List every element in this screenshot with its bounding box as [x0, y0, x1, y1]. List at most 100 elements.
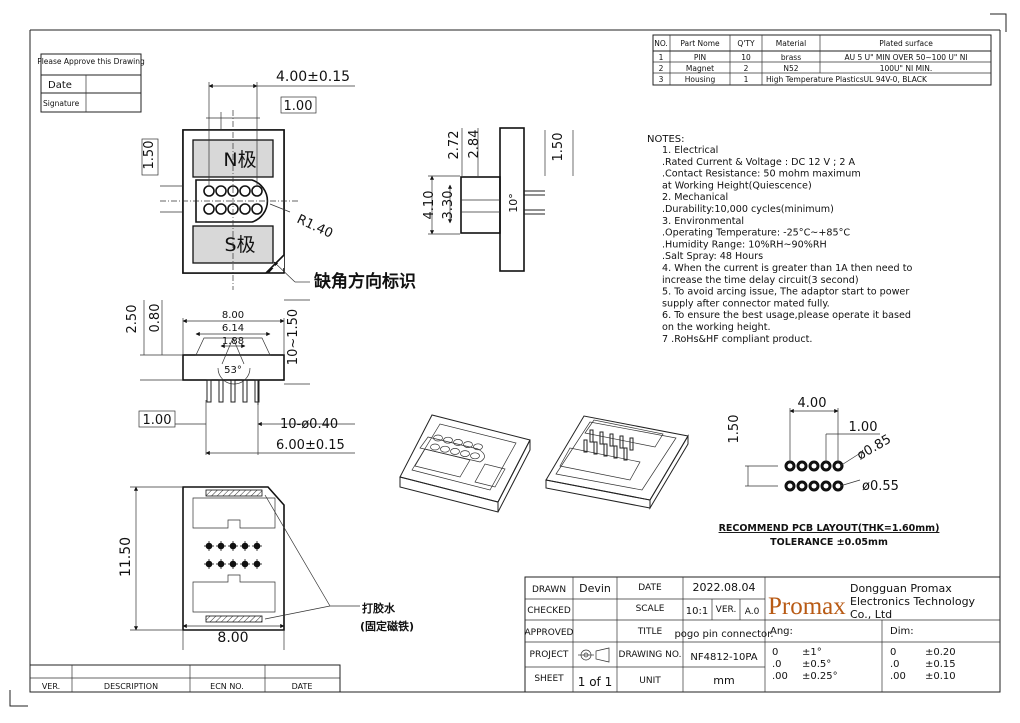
bottom-width: 8.00: [217, 630, 248, 646]
pcb-hole: [835, 483, 841, 489]
title-value: pogo pin connector.: [674, 629, 773, 640]
pcb-hole: [787, 463, 793, 469]
pcb-d-inner: ø0.55: [862, 479, 899, 494]
front-w1: 8.00: [222, 310, 244, 321]
drawn-label: DRAWN: [532, 585, 566, 595]
bottom-height: 11.50: [118, 537, 134, 577]
note-line: .Contact Resistance: 50 mohm maximum: [662, 169, 861, 180]
bom-cell: N52: [783, 64, 798, 73]
side-angle: 10°: [507, 193, 520, 213]
bom-cell: 3: [659, 75, 664, 84]
pin-contact: [215, 203, 227, 215]
ang-tol-value: ±1°: [802, 647, 822, 658]
dim-tol-key: .0: [890, 659, 900, 670]
note-line: increase the time delay circuit(3 second…: [662, 275, 859, 286]
project-label: PROJECT: [530, 650, 569, 660]
iso-view-bottom: [545, 415, 689, 510]
front-w3: 1.88: [222, 336, 244, 347]
pcb-hole: [811, 463, 817, 469]
top-view: N极 S极 4.00±0.15 1.00 1.50 R1.40 缺角方向标识: [141, 69, 416, 292]
note-line: 6. To ensure the best usage,please opera…: [662, 310, 911, 321]
title-label: TITLE: [637, 627, 663, 637]
pin-contact: [460, 450, 470, 457]
pcb-hole: [823, 463, 829, 469]
note-line: 5. To avoid arcing issue, The adaptor st…: [662, 287, 909, 298]
top-radius: R1.40: [294, 212, 335, 242]
bom-cell: 10: [741, 53, 751, 62]
dim-label: Dim:: [890, 626, 914, 637]
pin-leg: [599, 431, 604, 445]
note-line: 7 .RoHs&HF compliant product.: [662, 334, 812, 345]
note-line: at Working Height(Quiescence): [662, 180, 812, 191]
note-line: .Durability:10,000 cycles(minimum): [662, 204, 834, 215]
pin-leg: [623, 447, 628, 461]
bom-header-cell: Plated surface: [879, 39, 933, 48]
bom-cell: AU 5 U" MIN OVER 50~100 U" NI: [844, 53, 967, 62]
drawing-no-label: DRAWING NO.: [619, 650, 682, 660]
pin-contact: [215, 185, 227, 197]
pin-leg: [230, 379, 236, 403]
front-left: 1.00: [143, 413, 172, 428]
top-dim-small: 1.00: [284, 99, 313, 114]
side-view: 4.10 3.30 2.72 2.84 10° 1.50: [422, 127, 574, 272]
sheet-value: 1 of 1: [578, 675, 612, 689]
scale-value: 10:1: [686, 606, 708, 617]
bom-cell: brass: [781, 53, 801, 62]
approve-signature-label: Signature: [43, 99, 80, 108]
glue-note: (固定磁铁): [360, 619, 414, 633]
iso-view-top: [399, 414, 531, 513]
dim-tol-value: ±0.15: [925, 659, 956, 670]
pin-contact: [463, 441, 473, 448]
front-dim-a: 2.50: [125, 305, 140, 334]
pin-leg: [242, 379, 248, 403]
ver-value: A.0: [745, 607, 760, 617]
pin-contact: [203, 185, 215, 197]
notes-block: NOTES: 1. Electrical .Rated Current & Vo…: [647, 134, 912, 345]
ang-tol-key: 0: [772, 647, 778, 658]
scale-label: SCALE: [636, 604, 665, 614]
bom-cell: PIN: [694, 53, 706, 62]
pin-contact: [239, 203, 251, 215]
drawing-no-value: NF4812-10PA: [690, 652, 757, 663]
ang-tol-key: .0: [772, 659, 782, 670]
pcb-dim-left: 1.50: [727, 415, 742, 444]
pin-contact: [473, 443, 483, 451]
front-dim-b: 0.80: [148, 304, 163, 333]
note-line: supply after connector mated fully.: [662, 298, 830, 309]
ang-tol-key: .00: [772, 671, 788, 682]
note-line: .Rated Current & Voltage : DC 12 V ; 2 A: [662, 157, 856, 168]
pin-leg: [254, 379, 260, 403]
front-pitch-total: 6.00±0.15: [276, 438, 345, 453]
company-line-3: Co., Ltd: [850, 608, 892, 621]
sheet-label: SHEET: [534, 674, 564, 684]
pin-contact: [450, 448, 460, 455]
pin-contact: [203, 203, 215, 215]
approve-title: Please Approve this Drawing: [37, 57, 145, 66]
note-line: .Operating Temperature: -25°C~+85°C: [662, 228, 850, 239]
pcb-hole: [835, 463, 841, 469]
bom-cell: Magnet: [686, 64, 714, 73]
side-dim-e: 1.50: [551, 133, 566, 162]
pin-leg: [583, 439, 588, 453]
pin-leg: [593, 441, 598, 455]
note-line: 4. When the current is greater than 1A t…: [662, 263, 912, 274]
revision-header-cell: ECN NO.: [210, 682, 244, 691]
side-dim-a: 2.72: [447, 131, 462, 160]
pin-leg: [603, 443, 608, 457]
pin-contact: [430, 443, 440, 451]
bom-cell: Housing: [685, 75, 716, 84]
pin-leg: [629, 437, 634, 451]
company-line-1: Dongguan Promax: [850, 582, 952, 595]
front-range: 10~1.50: [286, 309, 301, 365]
pcb-dim-width: 4.00: [798, 396, 827, 411]
front-angle: 53°: [224, 365, 242, 376]
side-dim-d: 3.30: [441, 191, 456, 220]
note-line: on the working height.: [662, 322, 771, 333]
unit-label: UNIT: [639, 676, 661, 686]
pin-leg: [218, 379, 224, 403]
top-dim-width: 4.00±0.15: [276, 69, 350, 85]
pin-contact: [239, 185, 251, 197]
bom-cell: 100U" NI MIN.: [880, 64, 933, 73]
pin-contact: [433, 434, 443, 442]
